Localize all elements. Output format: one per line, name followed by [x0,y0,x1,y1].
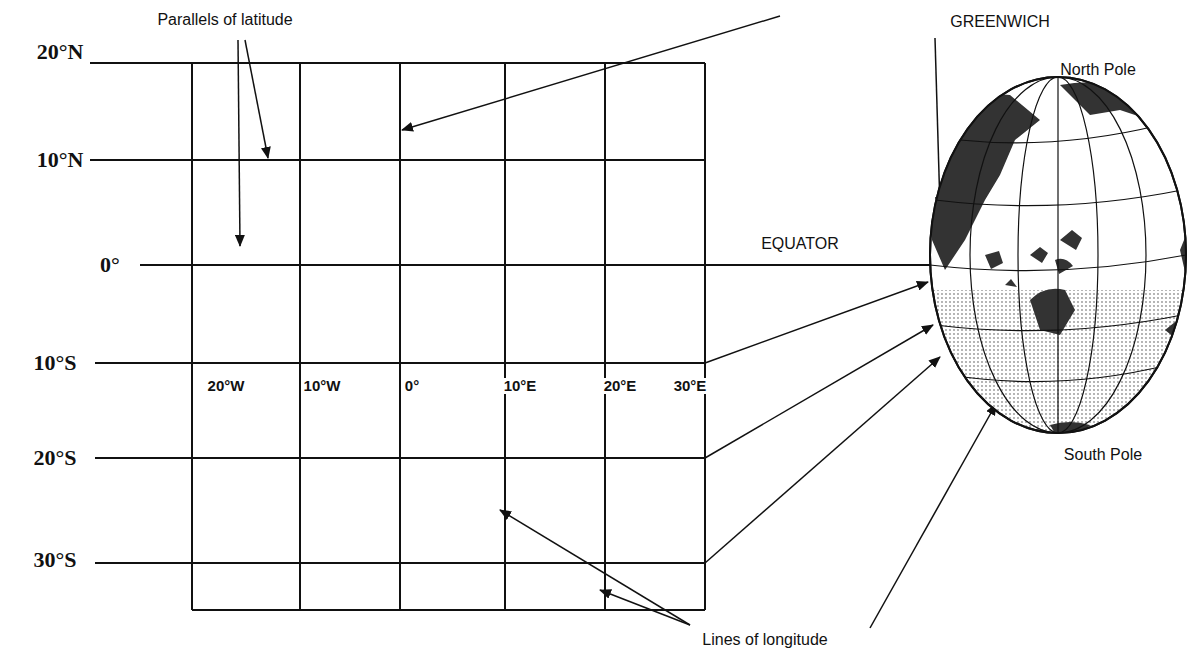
callout-label: EQUATOR [761,235,839,253]
latitude-label: 20°S [33,446,76,470]
latitude-label: 10°N [37,148,84,172]
latitude-label: 30°S [33,548,76,572]
callout-label: Lines of longitude [702,631,827,649]
callout-label: South Pole [1064,446,1142,464]
longitude-label: 20°W [206,378,247,395]
latitude-label: 10°S [33,351,76,375]
latitude-label: 20°N [37,40,84,64]
callout-label: Parallels of latitude [157,11,292,29]
longitude-label: 20°E [602,378,639,395]
longitude-label: 10°E [502,378,539,395]
latitude-label: 0° [100,253,120,277]
callout-label: North Pole [1060,61,1136,79]
callout-label: GREENWICH [950,13,1050,31]
longitude-label: 0° [403,378,421,395]
longitude-label: 10°W [302,378,343,395]
longitude-label: 30°E [672,378,709,395]
